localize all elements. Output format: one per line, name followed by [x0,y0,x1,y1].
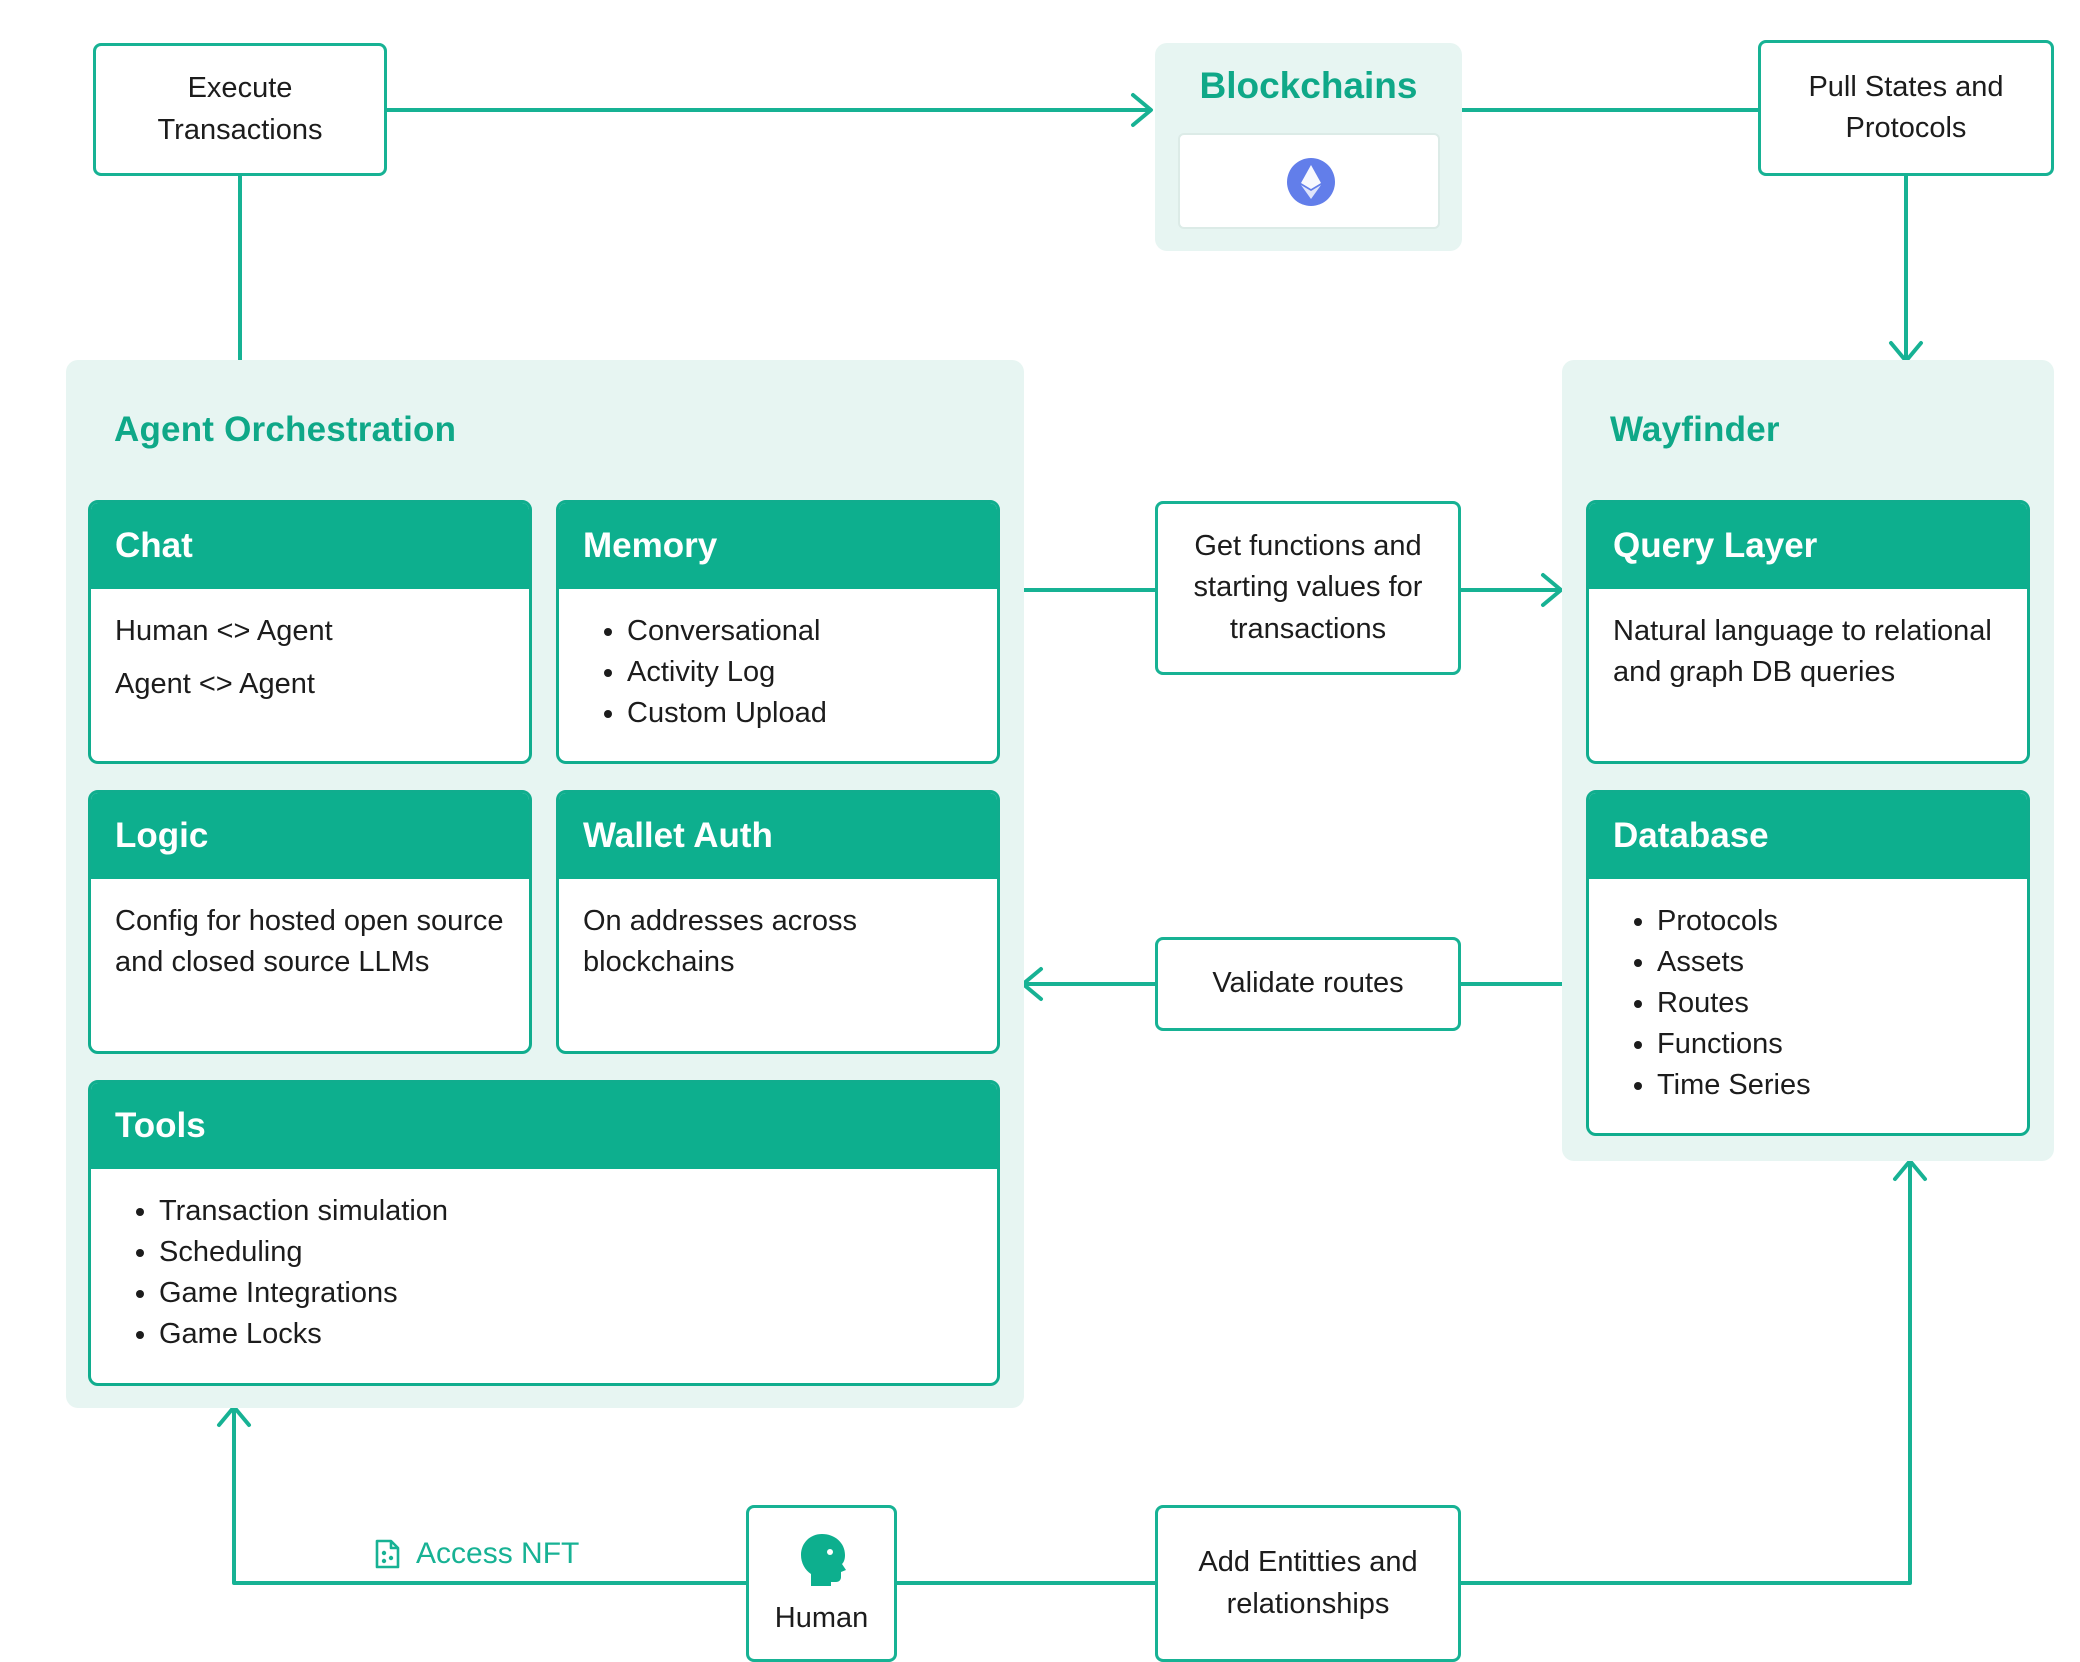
logic-body: Config for hosted open source and closed… [115,905,504,978]
access-nft-label: Access NFT [416,1537,580,1570]
tools-item: Scheduling [159,1232,973,1273]
human-head-icon [801,1534,846,1586]
database-card: Database Protocols Assets Routes Functio… [1586,790,2030,1136]
access-nft-label-group: Access NFT [372,1533,579,1575]
database-item: Time Series [1657,1065,2003,1106]
agent-orchestration-title: Agent Orchestration [114,410,457,449]
database-item: Protocols [1657,901,2003,942]
pull-states-label: Pull States and Protocols [1808,70,2004,144]
agent-orchestration-panel: Agent Orchestration Chat Human <> Agent … [66,360,1024,1408]
blockchains-logo-card [1178,133,1440,229]
logic-card: Logic Config for hosted open source and … [88,790,532,1054]
validate-routes-label: Validate routes [1212,967,1404,1000]
chat-card: Chat Human <> Agent Agent <> Agent [88,500,532,764]
query-layer-title: Query Layer [1589,503,2027,589]
wallet-auth-title: Wallet Auth [559,793,997,879]
database-title: Database [1589,793,2027,879]
blockchains-panel: Blockchains [1155,43,1462,251]
wayfinder-panel: Wayfinder Query Layer Natural language t… [1562,360,2054,1161]
tools-title: Tools [91,1083,997,1169]
tools-body: Transaction simulation Scheduling Game I… [91,1169,997,1355]
database-body: Protocols Assets Routes Functions Time S… [1589,879,2027,1106]
database-item: Assets [1657,942,2003,983]
wayfinder-title: Wayfinder [1610,410,1780,449]
validate-routes-box: Validate routes [1155,937,1461,1031]
tools-item: Transaction simulation [159,1191,973,1232]
ethereum-icon [1287,158,1335,206]
query-layer-body: Natural language to relational and graph… [1613,615,1992,688]
chat-body: Human <> Agent Agent <> Agent [91,589,529,705]
pull-states-box: Pull States and Protocols [1758,40,2054,176]
arrow-add-entities-to-wayfinder [1459,1160,1912,1585]
database-item: Functions [1657,1024,2003,1065]
execute-transactions-label: Execute Transactions [157,72,323,146]
chat-line: Human <> Agent [115,615,333,647]
tools-card: Tools Transaction simulation Scheduling … [88,1080,1000,1386]
nft-file-icon [375,1539,400,1569]
wallet-auth-card: Wallet Auth On addresses across blockcha… [556,790,1000,1054]
tools-item: Game Locks [159,1314,973,1355]
chat-title: Chat [91,503,529,589]
memory-item: Conversational [627,611,973,652]
memory-title: Memory [559,503,997,589]
query-layer-card: Query Layer Natural language to relation… [1586,500,2030,764]
logic-title: Logic [91,793,529,879]
add-entities-box: Add Entitties and relationships [1155,1505,1461,1662]
wallet-auth-body: On addresses across blockchains [583,905,858,978]
add-entities-label: Add Entitties and relationships [1198,1546,1418,1620]
memory-body: Conversational Activity Log Custom Uploa… [559,589,997,734]
database-item: Routes [1657,983,2003,1024]
memory-card: Memory Conversational Activity Log Custo… [556,500,1000,764]
human-box: Human [746,1505,897,1662]
human-label: Human [774,1602,869,1634]
memory-item: Activity Log [627,652,973,693]
arrow-human-to-agent [232,1406,748,1585]
tools-item: Game Integrations [159,1273,973,1314]
chat-line: Agent <> Agent [115,668,315,700]
blockchains-title: Blockchains [1199,65,1418,106]
get-functions-box: Get functions and starting values for tr… [1155,501,1461,675]
execute-transactions-box: Execute Transactions [93,43,387,176]
get-functions-label: Get functions and starting values for tr… [1193,530,1423,645]
memory-item: Custom Upload [627,693,973,734]
